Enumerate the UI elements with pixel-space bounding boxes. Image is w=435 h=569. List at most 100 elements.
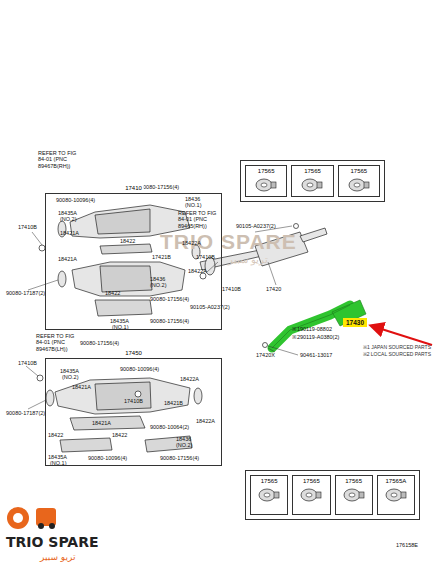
catalytic-converter: [72, 262, 185, 296]
hanger-icon: [384, 484, 408, 504]
callout-number: 18422A: [180, 376, 199, 382]
hanger-cell: 17565: [292, 475, 330, 515]
callout-number: 18422: [112, 432, 127, 438]
hanger-box: 17565 17565 17565: [240, 160, 385, 202]
heat-insulator: [60, 438, 112, 452]
logo-icon: [7, 507, 56, 529]
converter-shell: [95, 209, 150, 234]
callout-number: 90461-13017: [300, 352, 332, 358]
converter-shell: [95, 382, 151, 410]
callout-number: 90080-17156(4): [140, 184, 179, 190]
hanger-cell: 17565: [291, 165, 333, 197]
callout-number: (NO.1): [185, 202, 202, 208]
callout-number: ※1 JAPAN SOURCED PARTS: [363, 345, 431, 351]
callout-number: 90080-17156(4): [80, 340, 119, 346]
hanger-icon: [254, 174, 278, 194]
part-number: 17565: [303, 478, 320, 484]
callout-number: 18421A: [58, 256, 77, 262]
callout-number: 17421B: [152, 254, 171, 260]
callout-number: 90080-10096(4): [120, 366, 159, 372]
callout-number: 90080-10096(4): [56, 197, 95, 203]
watermark: تريو سبير: [228, 254, 268, 266]
callout-number: 18435A: [58, 210, 77, 216]
callout-number: 18421A: [60, 230, 79, 236]
callout-number: (NO.2): [60, 216, 77, 222]
hanger-box: 17565 17565 17565 17565A: [245, 470, 420, 520]
leader-line: [32, 232, 42, 245]
callout-number: 18422A: [188, 268, 207, 274]
hanger-cell: 17565: [338, 165, 380, 197]
pipe-outlet: [300, 228, 327, 242]
part-number: 17565: [261, 478, 278, 484]
leader-line: [207, 262, 218, 272]
callout-number: 18422: [105, 290, 120, 296]
callout-number: 18421B: [164, 400, 183, 406]
callout-number: 90080-17156(4): [160, 455, 199, 461]
group-number: 17410: [123, 185, 144, 191]
catalytic-converter: [55, 378, 190, 414]
assembly-group-box: 17450: [45, 358, 222, 466]
callout-number: (NO.2): [176, 442, 193, 448]
part-number: 17565: [258, 168, 275, 174]
part-number: 17565A: [386, 478, 407, 484]
hanger-icon: [347, 174, 371, 194]
callout-number: ※2 LOCAL SOURCED PARTS: [363, 352, 431, 358]
group-number: 17450: [123, 350, 144, 356]
callout-number: 90105-A0237(2): [190, 304, 230, 310]
callout-number: 90080-17187(2): [6, 290, 45, 296]
callout-number: 90080-10096(4): [88, 455, 127, 461]
callout-number: 90080-17156(4): [150, 318, 189, 324]
callout-number: (NO.2): [150, 282, 167, 288]
converter-shell: [100, 266, 152, 292]
callout-number: 90119-08802: [300, 326, 332, 332]
callout-number: 90119-A0380(2): [300, 334, 339, 340]
logo-text: TRIO SPARE: [6, 534, 99, 550]
callout-number: 18435A: [60, 368, 79, 374]
callout-number: 90080-17156(4): [150, 296, 189, 302]
hanger-cell: 17565: [335, 475, 373, 515]
callout-number: (NO.2): [62, 374, 79, 380]
callout-number: 18422A: [196, 418, 215, 424]
tail-muffler: [332, 300, 366, 326]
leader-line: [268, 348, 275, 352]
part-number: 17430: [346, 319, 364, 326]
gasket: [46, 390, 54, 406]
leader-line: [28, 400, 46, 409]
tail-pipe-outline: [272, 305, 350, 348]
reference-note: REFER TO FIG 84-01 (PNC 89467B(LH)): [36, 333, 78, 352]
callout-number: 17410B: [18, 224, 37, 230]
bolt: [294, 224, 299, 229]
reference-note: REFER TO FIG 84-01 (PNC 89465(RH)): [178, 210, 220, 229]
callout-number: ※2: [292, 334, 300, 340]
hanger-icon: [342, 484, 366, 504]
callout-number: 18421A: [92, 420, 111, 426]
callout-number: 18422A: [182, 240, 201, 246]
callout-number: 17420X: [256, 352, 275, 358]
part-number: 17565: [304, 168, 321, 174]
callout-number: 18435A: [110, 318, 129, 324]
leader-line: [268, 262, 276, 285]
pointer-arrow: [372, 326, 432, 345]
callout-number: 18422: [48, 432, 63, 438]
callout-number: 17410B: [18, 360, 37, 366]
callout-number: 18436: [185, 196, 200, 202]
hanger-icon: [257, 484, 281, 504]
oxygen-sensor: [135, 391, 141, 397]
callout-number: 18436: [150, 276, 165, 282]
bolt: [263, 343, 268, 348]
heat-insulator: [100, 244, 152, 254]
callout-number: 18436: [176, 436, 191, 442]
leader-line: [28, 280, 58, 290]
assembly-group-box: 17410: [45, 193, 222, 330]
callout-number: 90080-10064(2): [150, 424, 189, 430]
highlight-tag: 17430: [343, 318, 367, 327]
hanger-icon: [299, 484, 323, 504]
hanger-cell: 17565A: [377, 475, 415, 515]
callout-number: 17410B: [196, 254, 215, 260]
gasket: [58, 271, 66, 287]
callout-number: 17420: [266, 286, 281, 292]
hanger-icon: [300, 174, 324, 194]
